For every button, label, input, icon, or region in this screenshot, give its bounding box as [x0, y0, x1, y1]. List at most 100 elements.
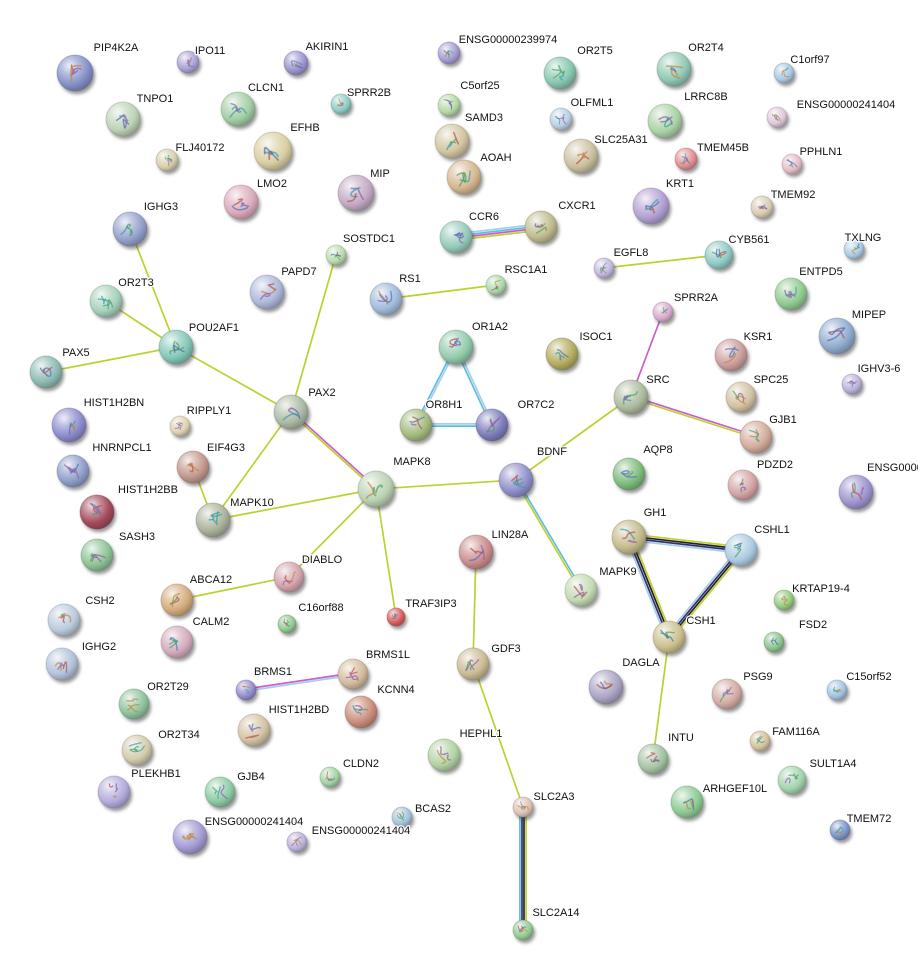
edge-DIABLO-MAPK8[interactable]	[288, 488, 377, 578]
node-SLC25A31[interactable]	[563, 138, 599, 174]
node-C15orf52[interactable]	[826, 679, 848, 701]
node-CLCN1[interactable]	[220, 91, 256, 127]
node-IGHV3-6[interactable]	[841, 373, 863, 395]
edge-MAPK8-TRAF3IP3[interactable]	[375, 488, 397, 618]
edge-PAX5-POU2AF1[interactable]	[45, 346, 177, 373]
node-BDNF[interactable]	[498, 462, 534, 498]
edge-MAPK10-MAPK8[interactable]	[212, 488, 377, 521]
edge-BDNF-SRC[interactable]	[515, 396, 632, 481]
node-AKIRIN1[interactable]	[283, 50, 309, 76]
node-PAPD7[interactable]	[249, 274, 285, 310]
node-SPRR2B[interactable]	[330, 93, 352, 115]
node-KCNN4[interactable]	[344, 695, 378, 729]
node-TMEM92[interactable]	[750, 195, 774, 219]
edge-ABCA12-DIABLO[interactable]	[176, 576, 290, 601]
node-OR2T3[interactable]	[89, 284, 123, 318]
edge-SRC-GJB1[interactable]	[629, 395, 758, 439]
node-FSD2[interactable]	[763, 631, 785, 653]
node-DAGLA[interactable]	[588, 669, 624, 705]
node-FAM116A[interactable]	[749, 730, 771, 752]
edge-BRMS1-BRMS1L[interactable]	[244, 672, 355, 692]
node-OR2T34[interactable]	[121, 734, 153, 766]
node-EIF4G3[interactable]	[176, 450, 210, 484]
edge-GDF3-SLC2A3[interactable]	[472, 663, 524, 808]
edge-PAX2-MAPK8[interactable]	[289, 410, 378, 491]
node-BCAS2[interactable]	[391, 806, 413, 828]
node-CSH1[interactable]	[652, 620, 686, 654]
edge-GH1-CSHL1[interactable]	[627, 533, 743, 554]
node-LIN28A[interactable]	[458, 534, 494, 570]
node-GDF3[interactable]	[456, 647, 490, 681]
node-KSR1[interactable]	[714, 338, 748, 372]
node-FLJ40172[interactable]	[155, 148, 179, 172]
node-IGHG3[interactable]	[112, 211, 148, 247]
node-OR8H1[interactable]	[399, 408, 433, 442]
edge-POU2AF1-PAX2[interactable]	[175, 346, 292, 413]
node-CSH2[interactable]	[47, 603, 81, 637]
node-ENTPD5[interactable]	[774, 277, 808, 311]
edge-EGFL8-CYB561[interactable]	[603, 254, 720, 269]
edge-RS1-RSC1A1[interactable]	[385, 284, 497, 300]
node-C16orf88[interactable]	[277, 614, 297, 634]
node-MIP[interactable]	[337, 174, 375, 212]
node-IGHG2[interactable]	[45, 647, 79, 681]
node-C1orf97[interactable]	[773, 62, 795, 84]
node-HIST1H2BN[interactable]	[51, 407, 87, 443]
node-PSG9[interactable]	[711, 678, 743, 710]
node-MAPK8[interactable]	[357, 470, 395, 508]
node-OR1A2[interactable]	[438, 329, 474, 365]
node-INTU[interactable]	[637, 743, 669, 775]
node-OR7C2[interactable]	[475, 408, 509, 442]
node-BRMS1L[interactable]	[337, 658, 369, 690]
node-PPHLN1[interactable]	[781, 153, 803, 175]
node-CLDN2[interactable]	[319, 766, 341, 788]
node-CCR6[interactable]	[439, 220, 473, 254]
node-LMO2[interactable]	[223, 184, 259, 220]
node-SPC25[interactable]	[725, 381, 757, 413]
node-HNRNPCL1[interactable]	[56, 454, 90, 488]
node-TXLNG[interactable]	[843, 238, 865, 260]
edge-CSHL1-CSH1[interactable]	[665, 547, 745, 640]
node-ENSG0000_right[interactable]	[838, 474, 874, 510]
node-SAMD3[interactable]	[434, 123, 470, 159]
node-GJB1[interactable]	[739, 420, 773, 454]
node-KRTAP19-4[interactable]	[773, 589, 795, 611]
node-ABCA12[interactable]	[160, 583, 194, 617]
node-BRMS1[interactable]	[235, 679, 257, 701]
node-GJB4[interactable]	[204, 776, 236, 808]
node-ARHGEF10L[interactable]	[670, 785, 704, 819]
node-SRC[interactable]	[613, 379, 649, 415]
node-C5orf25[interactable]	[437, 93, 461, 117]
node-TRAF3IP3[interactable]	[386, 607, 406, 627]
node-CALM2[interactable]	[160, 625, 194, 659]
edge-SLC2A3-SLC2A14[interactable]	[519, 806, 527, 931]
edge-MAPK8-BDNF[interactable]	[375, 479, 517, 490]
node-OLFML1[interactable]	[549, 107, 573, 131]
node-HIST1H2BB[interactable]	[79, 494, 115, 530]
node-GH1[interactable]	[611, 519, 647, 555]
node-ENSG00000239974[interactable]	[437, 41, 461, 65]
node-IPO11[interactable]	[176, 50, 200, 74]
edge-LIN28A-GDF3[interactable]	[472, 551, 477, 665]
node-SLC2A14[interactable]	[512, 919, 534, 941]
node-AOAH[interactable]	[446, 159, 482, 195]
node-LRRC8B[interactable]	[647, 103, 683, 139]
node-PAX5[interactable]	[29, 355, 63, 389]
node-TMEM45B[interactable]	[674, 147, 698, 171]
node-CYB561[interactable]	[704, 240, 734, 270]
node-PAX2[interactable]	[273, 394, 309, 430]
node-DIABLO[interactable]	[273, 561, 305, 593]
node-EFHB[interactable]	[253, 131, 293, 171]
node-MIPEP[interactable]	[818, 317, 856, 355]
edge-SOSTDC1-PAX2[interactable]	[290, 254, 337, 413]
node-RS1[interactable]	[369, 282, 403, 316]
node-POU2AF1[interactable]	[158, 329, 194, 365]
node-SLC2A3[interactable]	[512, 796, 534, 818]
node-CXCR1[interactable]	[524, 210, 558, 244]
node-PIP4K2A[interactable]	[56, 54, 94, 92]
node-ISOC1[interactable]	[545, 337, 579, 371]
node-ENSG00000241404_a[interactable]	[766, 106, 788, 128]
node-AQP8[interactable]	[612, 457, 646, 491]
node-TMEM72[interactable]	[829, 819, 851, 841]
node-SULT1A4[interactable]	[777, 765, 807, 795]
